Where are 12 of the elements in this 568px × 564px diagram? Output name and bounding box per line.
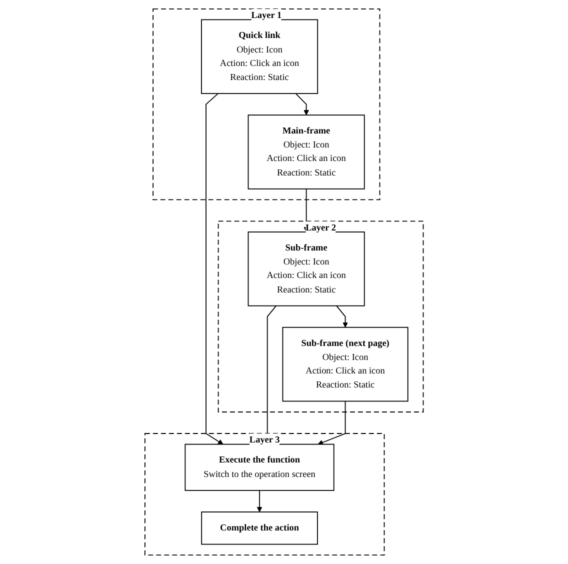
- arrow: [295, 93, 309, 116]
- arrow: [256, 490, 262, 512]
- node-box: Complete the action: [201, 512, 318, 545]
- arrow: [318, 400, 346, 446]
- node-box: Quick link Object: Icon Action: Click an icon Reaction: Static: [200, 19, 318, 94]
- node-box: Sub-frame Object: Icon Action: Click an icon Reaction: Static: [248, 232, 365, 306]
- node-box: Main-frame Object: Icon Action: Click an icon Reaction: Static: [248, 114, 365, 190]
- arrow: [336, 305, 348, 328]
- arrow: [304, 188, 309, 232]
- node-box: Sub-frame (next page) Object: Icon Action: Click an icon Reaction: Static: [282, 326, 408, 402]
- node-box: Execute the function Switch to the operation screen: [184, 444, 334, 491]
- arrow: [205, 93, 224, 445]
